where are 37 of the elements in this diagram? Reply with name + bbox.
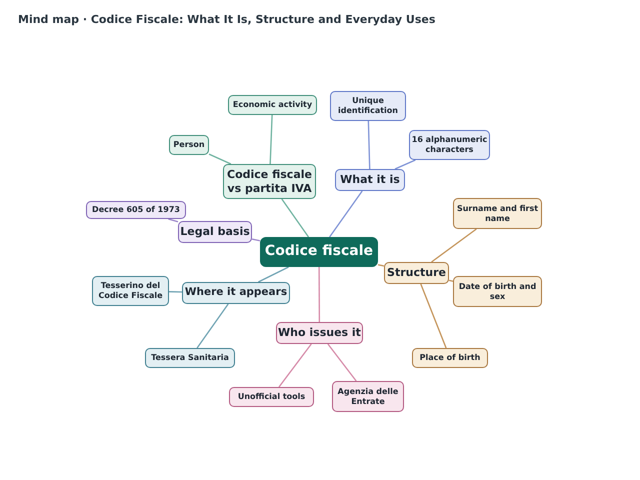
leaf-box: Agenzia delle Entrate [332, 381, 404, 412]
connector-line [368, 120, 370, 170]
connector-line [394, 159, 416, 170]
connector-line [318, 267, 320, 322]
connector-line [448, 280, 454, 282]
branch-box: Structure [384, 262, 449, 284]
branch-box: What it is [335, 169, 405, 191]
branch-box: Where it appears [182, 282, 290, 304]
connector-line [420, 284, 447, 348]
leaf-box: Tesserino del Codice Fiscale [92, 276, 169, 306]
leaf-box: Decree 605 of 1973 [86, 201, 186, 219]
leaf-box: Unique identification [330, 91, 406, 121]
connector-line [208, 154, 232, 165]
connector-line [196, 304, 229, 348]
leaf-box: Tessera Sanitaria [145, 348, 235, 368]
connector-line [431, 228, 477, 263]
leaf-box: Date of birth and sex [453, 276, 542, 307]
leaf-box: Surname and first name [453, 198, 542, 229]
connector-line [329, 190, 363, 238]
connector-line [327, 344, 357, 382]
leaf-box: Person [169, 135, 209, 155]
connector-line [281, 198, 310, 238]
diagram-title: Mind map · Codice Fiscale: What It Is, Structure and Everyday Uses [18, 13, 436, 26]
connector-line [278, 344, 312, 388]
branch-box: Who issues it [276, 322, 363, 344]
leaf-box: 16 alphanumeric characters [409, 130, 490, 160]
leaf-box: Place of birth [412, 348, 488, 368]
connector-line [168, 291, 182, 293]
connector-line [378, 264, 384, 267]
connector-line [270, 114, 273, 164]
leaf-box: Unofficial tools [229, 387, 314, 407]
central-topic-box: Codice fiscale [260, 237, 378, 267]
branch-box: Codice fiscale vs partita IVA [223, 164, 316, 199]
connector-line [252, 238, 260, 242]
branch-box: Legal basis [178, 221, 252, 243]
connector-line [168, 218, 178, 222]
leaf-box: Economic activity [228, 95, 317, 115]
